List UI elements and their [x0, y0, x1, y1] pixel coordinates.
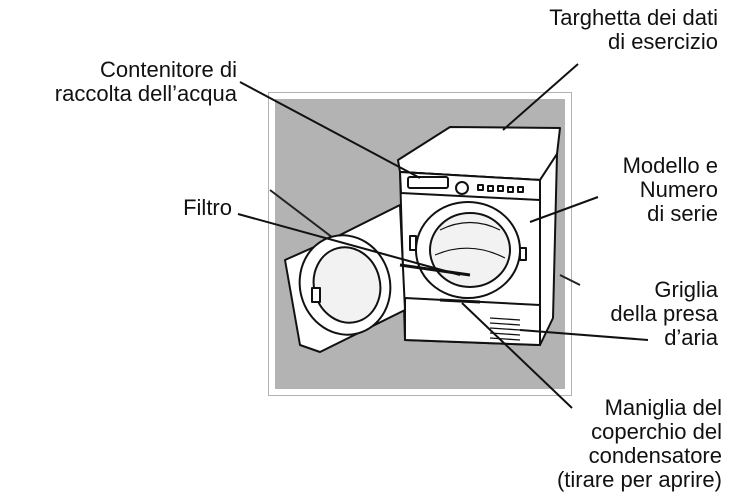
- label-line: d’aria: [664, 325, 718, 350]
- label-line: Numero: [639, 177, 718, 202]
- condenser-handle: [439, 298, 481, 304]
- label-air-grille: Griglia della presa d’aria: [560, 278, 718, 350]
- background-panel-border: [269, 93, 571, 395]
- label-filter: Filtro: [130, 196, 232, 220]
- label-data-plate: Targhetta dei dati di esercizio: [470, 6, 718, 54]
- drum-ribs: [434, 221, 506, 259]
- program-knob: [455, 181, 469, 195]
- label-line: Filtro: [183, 195, 232, 220]
- label-condenser-handle: Maniglia del coperchio del condensatore …: [500, 396, 722, 492]
- door-hinge: [409, 235, 417, 251]
- label-line: di serie: [647, 201, 718, 226]
- label-line: (tirare per aprire): [556, 467, 722, 492]
- leader-data-plate: [502, 63, 579, 131]
- label-line: Contenitore di: [100, 57, 237, 82]
- leader-model-serial: [529, 196, 599, 223]
- label-line: di esercizio: [607, 29, 718, 54]
- control-buttons: [477, 184, 524, 193]
- label-line: coperchio del: [591, 419, 722, 444]
- label-line: Griglia: [654, 277, 718, 302]
- leader-water-container: [239, 81, 421, 179]
- door-latch: [519, 247, 527, 261]
- dryer-illustration: [284, 126, 561, 353]
- label-line: condensatore: [588, 443, 722, 468]
- label-model-serial: Modello e Numero di serie: [560, 154, 718, 226]
- drum-inner: [429, 212, 511, 288]
- leader-lines: [237, 63, 649, 409]
- label-line: raccolta dell’acqua: [54, 81, 237, 106]
- water-container-drawer: [407, 176, 449, 189]
- leader-condenser-handle: [461, 302, 573, 409]
- leader-air-grille: [519, 329, 649, 341]
- leader-filter: [237, 213, 461, 276]
- door-handle: [311, 287, 321, 303]
- condenser-cover: [404, 297, 541, 346]
- filter: [399, 263, 471, 277]
- label-water-container: Contenitore di raccolta dell’acqua: [5, 58, 237, 106]
- label-line: Modello e: [622, 153, 718, 178]
- label-line: Targhetta dei dati: [549, 5, 718, 30]
- label-line: Maniglia del: [604, 395, 722, 420]
- label-line: della presa: [610, 301, 718, 326]
